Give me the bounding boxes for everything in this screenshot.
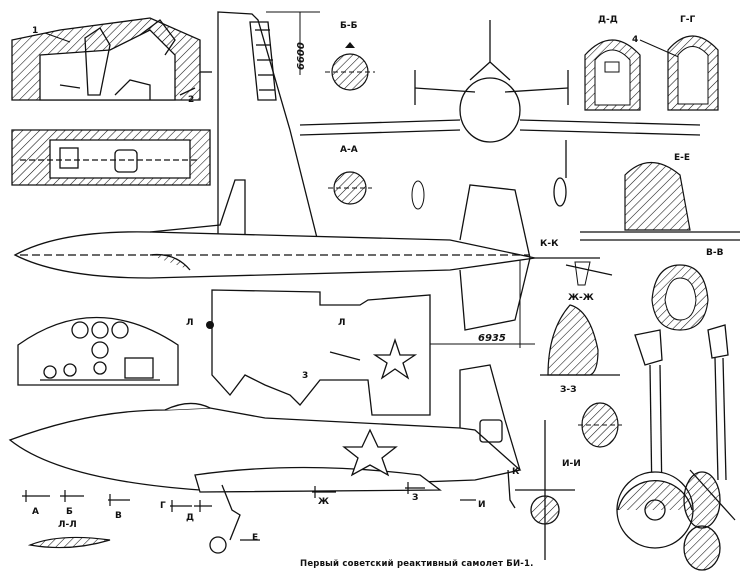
svg-text:Ж: Ж [318, 497, 329, 507]
cut-marks-bottom [22, 482, 476, 541]
svg-text:Г: Г [160, 501, 166, 511]
section-gg: Г-Г [667, 15, 719, 111]
section-zz: З-З [540, 304, 620, 395]
cut-mark-l-left: Л [186, 318, 214, 329]
section-zhzh: Ж-Ж [568, 293, 594, 303]
svg-text:Ж-Ж: Ж-Ж [568, 293, 594, 303]
svg-text:Е: Е [252, 533, 258, 543]
svg-text:Д: Д [186, 513, 194, 523]
svg-text:6600: 6600 [296, 42, 307, 70]
cut-mark-e: Е [252, 533, 258, 543]
cut-mark-z: З [412, 493, 418, 503]
svg-text:В: В [115, 511, 122, 521]
cut-mark-k: К [512, 467, 520, 477]
height-dimension: 6600 [266, 11, 320, 75]
svg-text:И-И: И-И [562, 459, 581, 469]
section-ee: Е-Е [580, 153, 740, 241]
svg-text:6935: 6935 [478, 333, 506, 344]
section-dd: Д-Д [584, 15, 641, 111]
front-view [299, 20, 701, 207]
instrument-panel [17, 316, 179, 386]
side-view-profile [8, 364, 522, 554]
length-dimension: 6935 [430, 260, 535, 348]
svg-text:Первый советский реактивный са: Первый советский реактивный самолет БИ-1… [300, 559, 534, 569]
svg-text:4: 4 [632, 35, 638, 45]
cut-mark-b: Б [66, 507, 73, 517]
svg-text:К-К: К-К [540, 239, 559, 249]
landing-gear-side [683, 324, 736, 571]
cut-mark-a: А [32, 507, 39, 517]
cut-mark-v: В [115, 511, 122, 521]
svg-text:Л-Л: Л-Л [58, 520, 77, 530]
cockpit-cutaway-view [11, 17, 212, 101]
cut-mark-i: И [478, 500, 486, 510]
svg-text:В-В: В-В [706, 248, 724, 258]
section-ii: И-И [562, 402, 622, 469]
callout-1: 1 [32, 26, 71, 43]
svg-text:З: З [412, 493, 418, 503]
cockpit-plan-view [11, 129, 211, 186]
svg-text:Б: Б [66, 507, 73, 517]
svg-text:К: К [512, 467, 520, 477]
section-bb: Б-Б [325, 21, 375, 91]
section-aa: А-А [328, 145, 425, 210]
svg-text:Л: Л [338, 318, 345, 328]
svg-text:Д-Д: Д-Д [598, 15, 618, 25]
wing-planform-mid [211, 289, 431, 416]
cut-mark-g: Г [160, 501, 166, 511]
tail-cross-section [515, 420, 575, 560]
callout-3: 3 [302, 371, 308, 381]
svg-text:Б-Б: Б-Б [340, 21, 358, 31]
svg-text:Л: Л [186, 318, 193, 328]
svg-text:3: 3 [302, 371, 308, 381]
cut-mark-d: Д [186, 513, 194, 523]
svg-text:Г-Г: Г-Г [680, 15, 695, 25]
callout-2: 2 [188, 95, 194, 105]
section-ll: Л-Л [27, 520, 111, 549]
drawing-caption: Первый советский реактивный самолет БИ-1… [300, 559, 534, 569]
svg-text:Е-Е: Е-Е [674, 153, 690, 163]
cut-mark-zh: Ж [318, 497, 329, 507]
svg-text:З-З: З-З [560, 385, 577, 395]
svg-text:А: А [32, 507, 39, 517]
cut-mark-l-right: Л [338, 318, 345, 328]
svg-text:1: 1 [32, 26, 38, 36]
section-vv: В-В [651, 248, 724, 331]
svg-text:И: И [478, 500, 486, 510]
landing-gear-front [616, 329, 694, 549]
section-kk: К-К [535, 239, 613, 286]
svg-text:А-А: А-А [340, 145, 358, 155]
svg-text:2: 2 [188, 95, 194, 105]
